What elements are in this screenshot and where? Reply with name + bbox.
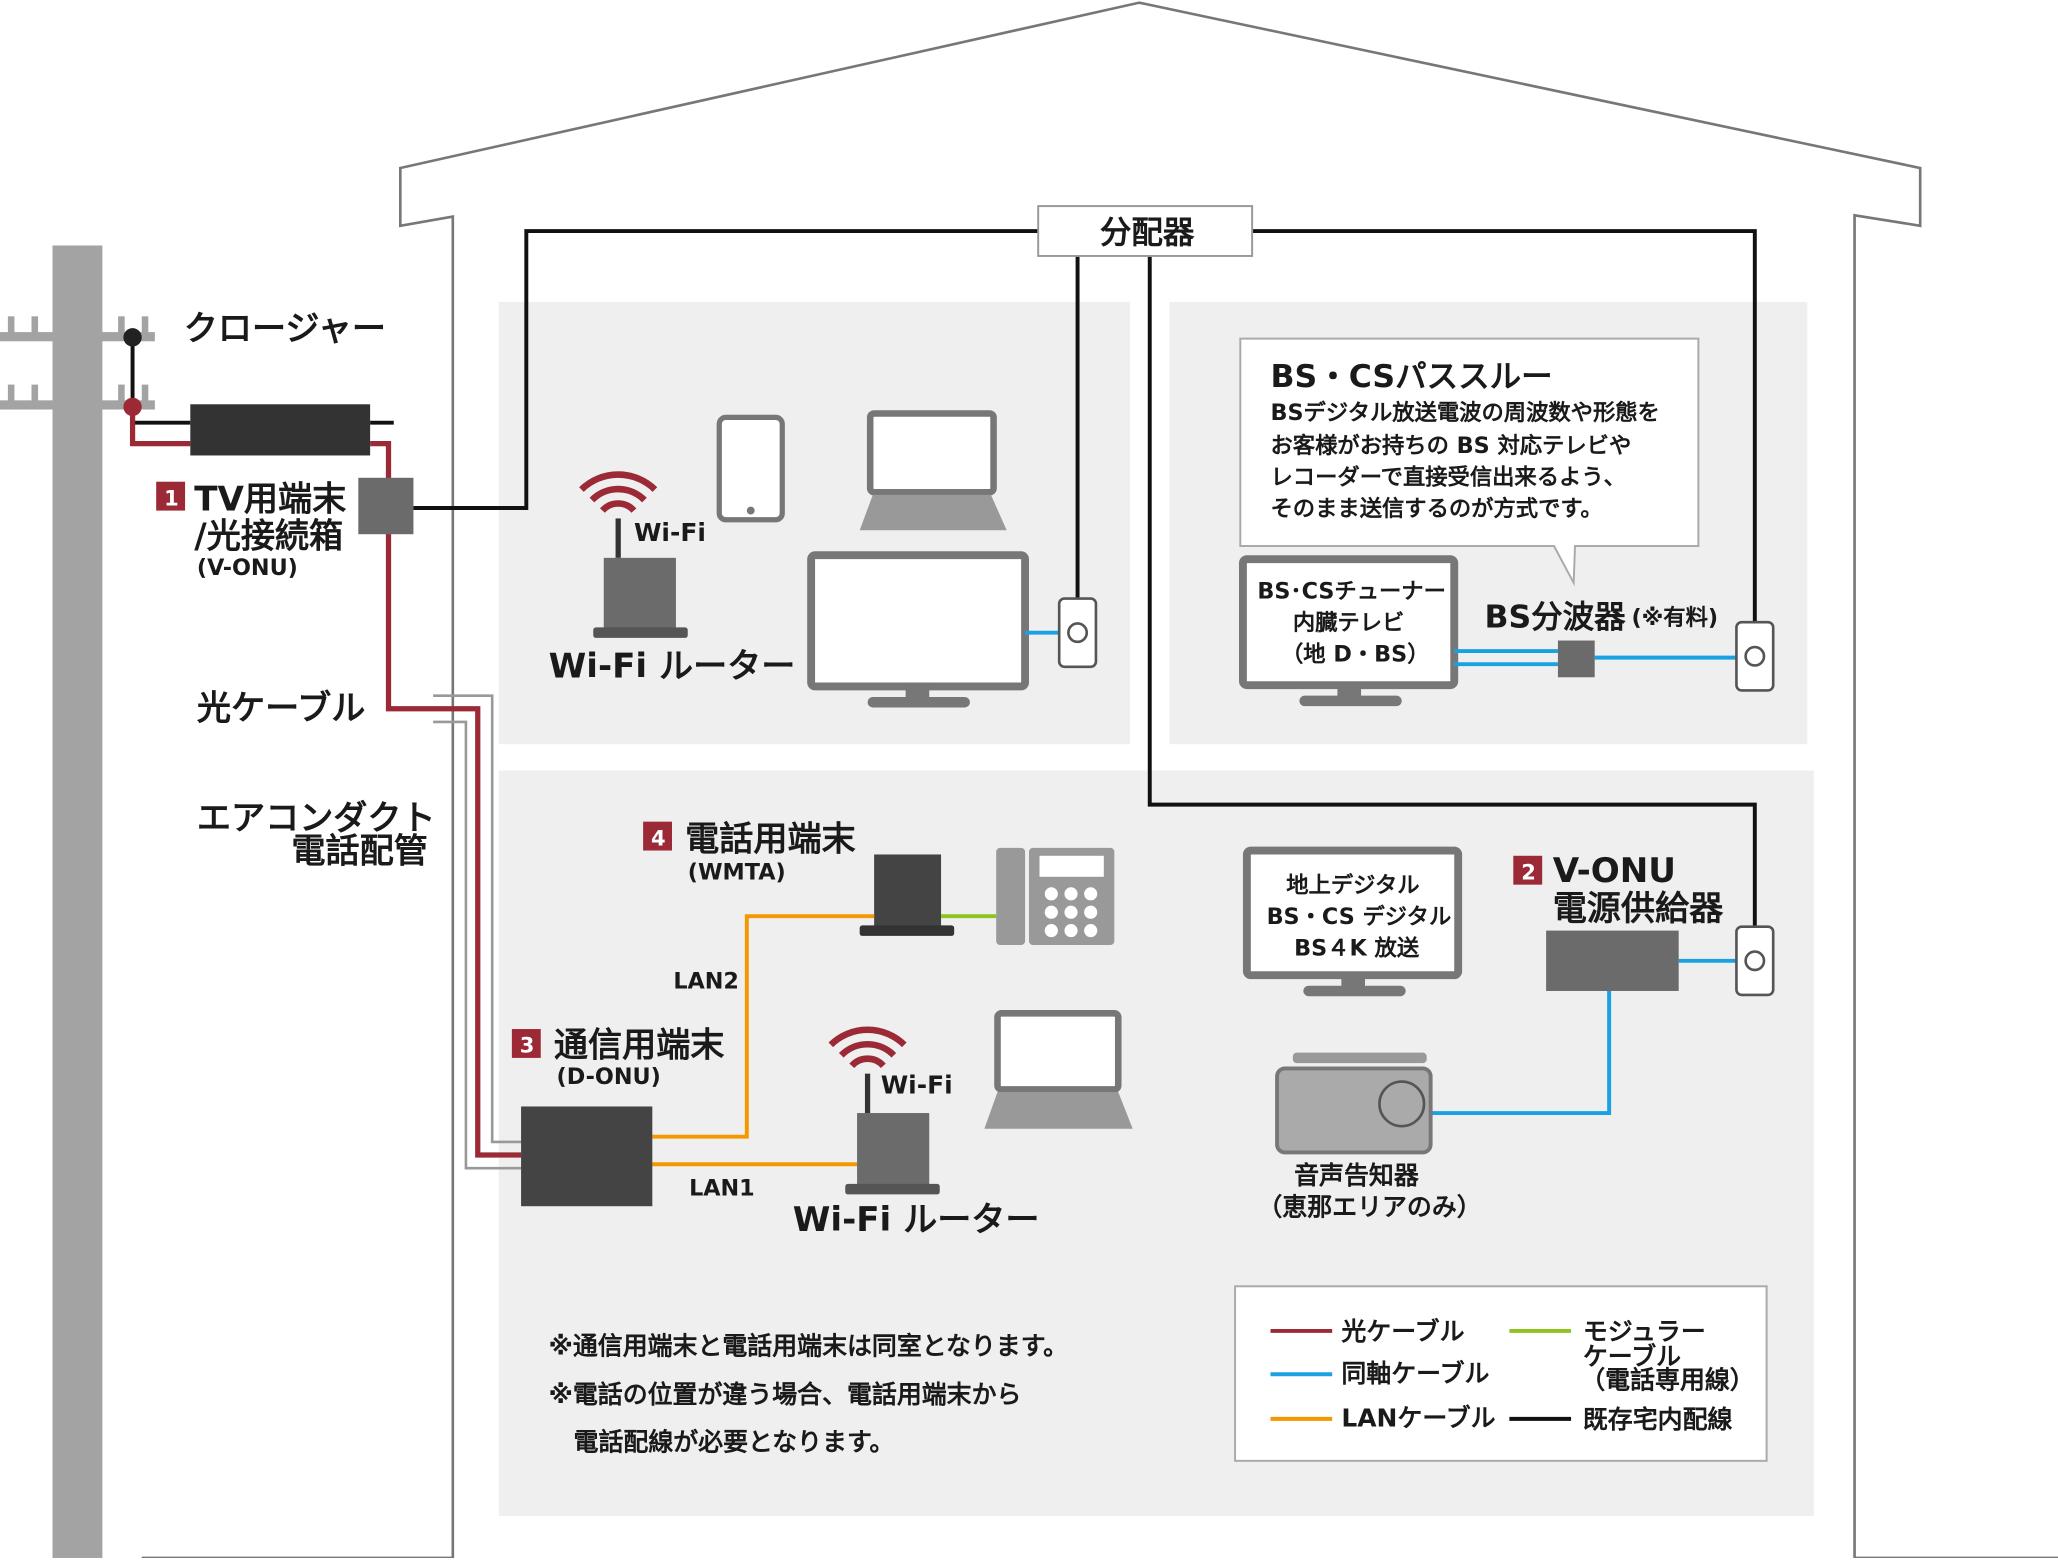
wifi-router-2	[857, 1113, 930, 1186]
radio-line-1: 音声告知器	[1294, 1161, 1420, 1190]
callout-line: レコーダーで直接受信出来るよう、	[1271, 463, 1626, 490]
device2-line2: 電源供給器	[1553, 889, 1724, 929]
tv-icon	[807, 551, 1029, 708]
legend: 光ケーブル 同軸ケーブル LANケーブル モジュラー ケーブル （電話専用線） …	[1234, 1285, 1768, 1462]
badge-3-number: 3	[520, 1034, 535, 1058]
closure	[190, 404, 371, 456]
bs-tv-line: （地 D・BS）	[1281, 642, 1430, 668]
lan1-label: LAN1	[689, 1176, 755, 1202]
note-line: ※通信用端末と電話用端末は同室となります。	[549, 1332, 1068, 1361]
bs-tv-line: 内臓テレビ	[1293, 610, 1405, 636]
callout-line: BSデジタル放送電波の周波数や形態を	[1271, 399, 1660, 426]
tv-line: BS４K 放送	[1294, 935, 1420, 962]
legend-existing: 既存宅内配線	[1583, 1405, 1733, 1434]
tv-line: 地上デジタル	[1286, 872, 1419, 899]
laptop-icon	[984, 1010, 1133, 1129]
router-label-1: Wi-Fi ルーター	[549, 646, 796, 686]
device1-line2: /光接続箱	[194, 516, 343, 556]
note-line: ※電話の位置が違う場合、電話用端末から	[549, 1380, 1022, 1409]
air-duct	[433, 694, 522, 1170]
legend-fiber: 光ケーブル	[1340, 1317, 1464, 1346]
wall-outlet-1	[1057, 597, 1098, 669]
radio-line-2: （恵那エリアのみ）	[1257, 1192, 1481, 1221]
pole-junction-dot	[123, 328, 142, 347]
fiber-junction-dot	[123, 397, 142, 417]
wifi-icon	[828, 1026, 907, 1069]
badge-3	[511, 1029, 541, 1058]
legend-modular: モジュラー	[1583, 1317, 1706, 1346]
closure-label: クロージャー	[184, 309, 386, 349]
bs-splitter-label: BS分波器	[1484, 599, 1626, 635]
fiber-cable	[370, 441, 522, 1158]
device4-label: 電話用端末	[685, 820, 856, 860]
bs-splitter	[1557, 640, 1595, 678]
badge-1	[156, 481, 186, 511]
wall-outlet-2	[1735, 620, 1775, 692]
device4-sub: (WMTA)	[688, 859, 786, 885]
device3-label: 通信用端末	[554, 1026, 725, 1066]
device3-sub: (D-ONU)	[557, 1064, 661, 1090]
power-supply-box	[1546, 930, 1679, 991]
lan-cable	[652, 914, 875, 1167]
bs-tv: BS･CSチューナー 内臓テレビ （地 D・BS）	[1239, 555, 1459, 707]
lan2-label: LAN2	[673, 968, 739, 994]
duct-label-1: エアコンダクト	[197, 799, 436, 839]
bs-tv-line: BS･CSチューナー	[1257, 579, 1446, 605]
callout-box: BS・CSパススルー BSデジタル放送電波の周波数や形態を お客様がお持ちの B…	[1239, 337, 1700, 587]
badge-4	[643, 821, 672, 851]
note-line: 電話配線が必要となります。	[549, 1427, 895, 1456]
badge-2-number: 2	[1521, 860, 1536, 884]
legend-modular: ケーブル	[1583, 1342, 1681, 1371]
callout-line: お客様がお持ちの BS 対応テレビや	[1271, 432, 1632, 459]
d-onu-box	[521, 1106, 653, 1207]
tv-icon-room3: 地上デジタル BS・CS デジタル BS４K 放送	[1242, 846, 1463, 997]
announcement-radio-icon	[1275, 1052, 1433, 1155]
utility-pole	[0, 245, 155, 1558]
splitter-box	[1037, 205, 1254, 257]
device1-line1: TV用端末	[194, 480, 346, 520]
tv-line: BS・CS デジタル	[1267, 903, 1452, 930]
smartphone-icon	[716, 414, 785, 523]
legend-modular: （電話専用線）	[1580, 1366, 1754, 1395]
wifi-icon	[579, 471, 658, 513]
wmta-box	[874, 854, 942, 927]
device1-sub: (V-ONU)	[197, 555, 298, 581]
badge-1-number: 1	[164, 486, 179, 510]
bs-splitter-note: (※有料)	[1631, 604, 1718, 631]
legend-coax: 同軸ケーブル	[1341, 1359, 1489, 1388]
existing-wiring	[413, 229, 1757, 927]
telephone-icon	[996, 847, 1115, 946]
callout-line: そのまま送信するのが方式です。	[1271, 495, 1603, 522]
wifi-label-2: Wi-Fi	[881, 1070, 953, 1099]
router-label-2: Wi-Fi ルーター	[793, 1200, 1040, 1240]
fiber-label: 光ケーブル	[197, 688, 366, 728]
wifi-label-1: Wi-Fi	[634, 518, 706, 547]
badge-2	[1513, 855, 1543, 885]
badge-4-number: 4	[651, 826, 666, 850]
coax-cable-bs	[1454, 649, 1755, 667]
legend-lan: LANケーブル	[1341, 1404, 1495, 1433]
duct-label-2: 電話配管	[291, 831, 427, 871]
splitter-label: 分配器	[1100, 215, 1195, 251]
device2-line1: V-ONU	[1553, 851, 1676, 891]
callout-title: BS・CSパススルー	[1271, 359, 1553, 395]
v-onu-box	[358, 477, 414, 535]
wifi-router-1	[603, 557, 676, 631]
wall-outlet-3	[1735, 925, 1775, 997]
laptop-icon	[859, 410, 1007, 531]
